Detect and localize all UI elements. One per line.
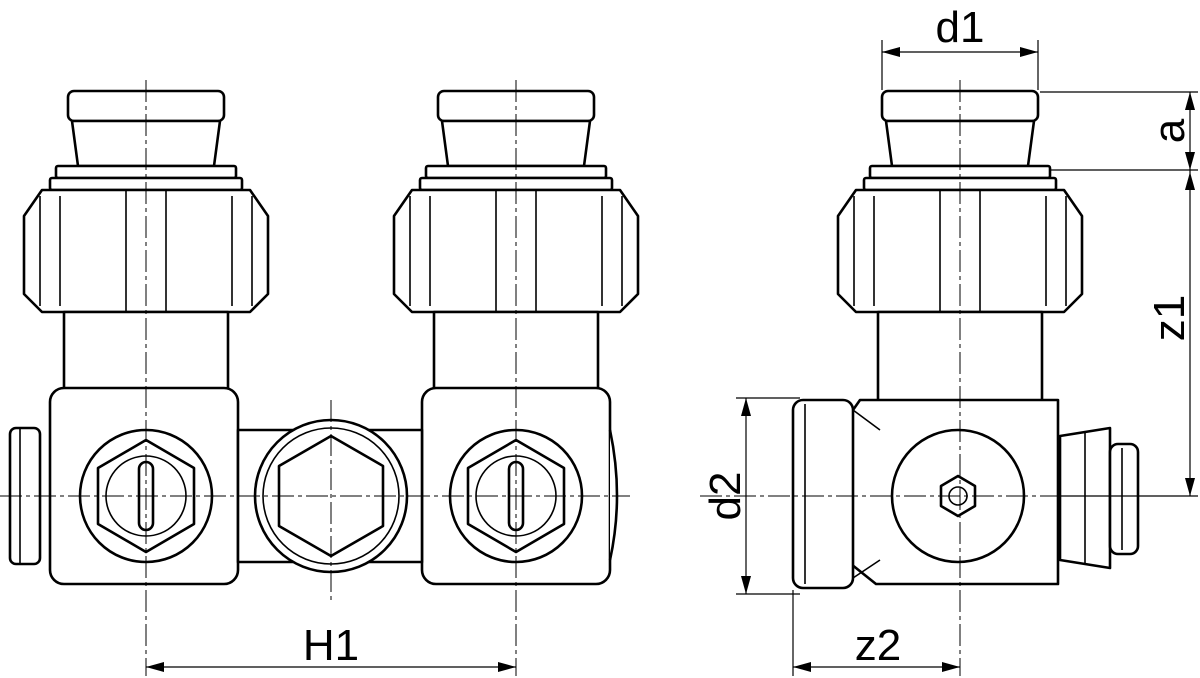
side-inlet-fitting <box>791 398 855 590</box>
label-H1: H1 <box>303 621 359 670</box>
dimension-H1: H1 <box>146 621 516 672</box>
side-view <box>700 80 1200 676</box>
label-a: a <box>1145 118 1194 143</box>
dimension-z2: z2 <box>792 590 960 676</box>
dimension-z1: z1 <box>1060 170 1198 497</box>
label-z1: z1 <box>1145 295 1194 341</box>
dimension-d1: d1 <box>881 3 1039 90</box>
label-z2: z2 <box>855 621 901 670</box>
dimension-d2: d2 <box>701 397 800 595</box>
dimension-a: a <box>1040 91 1198 171</box>
label-d1: d1 <box>936 3 985 52</box>
front-view <box>0 80 640 676</box>
label-d2: d2 <box>701 472 750 521</box>
left-valve <box>8 89 270 586</box>
